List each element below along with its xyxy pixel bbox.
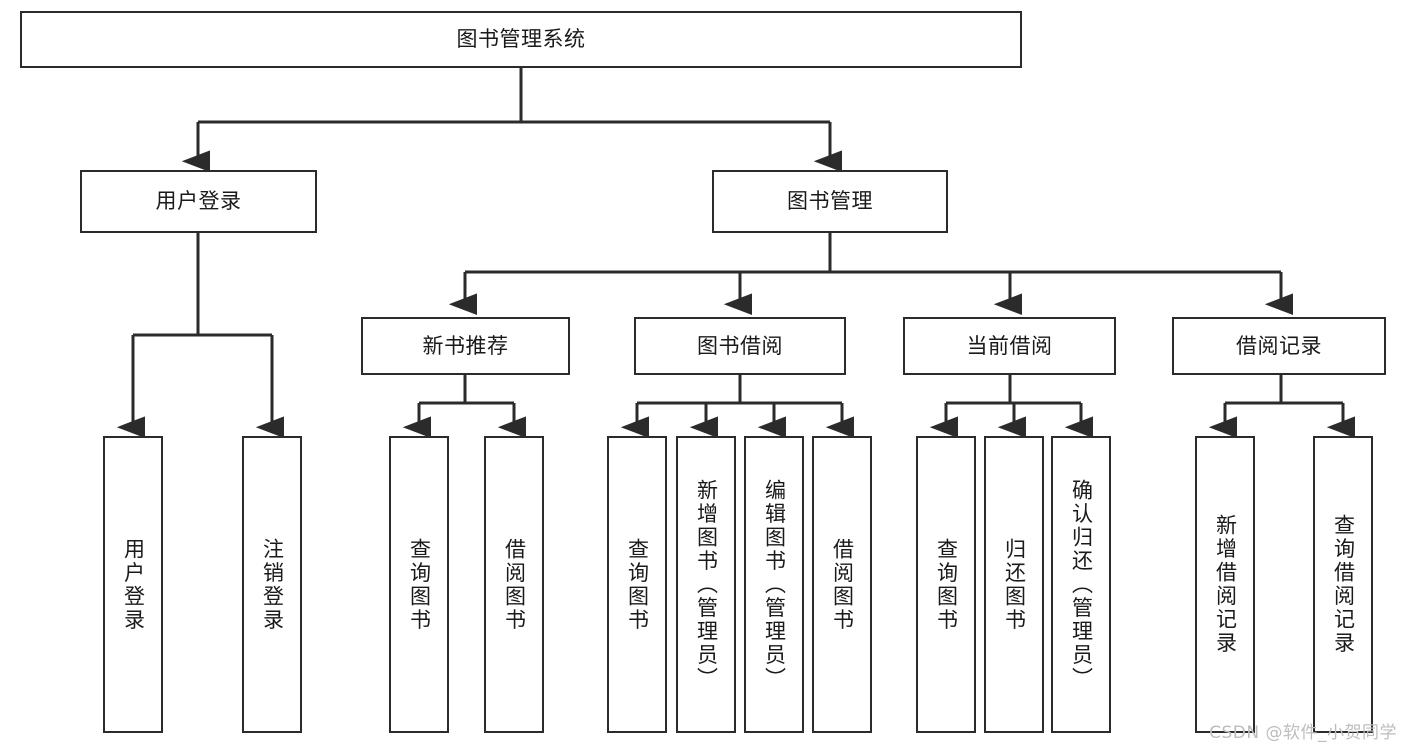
- leaf-user-login[interactable]: 用户登录: [103, 436, 163, 733]
- node-borrow-record[interactable]: 借阅记录: [1172, 317, 1386, 375]
- node-book-management[interactable]: 图书管理: [712, 170, 948, 233]
- node-label: 注销登录: [260, 537, 285, 632]
- leaf-query-book-borrow[interactable]: 查询图书: [607, 436, 667, 733]
- leaf-edit-book-admin[interactable]: 编辑图书（管理员）: [744, 436, 804, 733]
- node-label: 查询图书: [625, 537, 650, 632]
- node-label: 新增借阅记录: [1213, 514, 1238, 655]
- node-label: 当前借阅: [966, 333, 1053, 358]
- node-label: 新书推荐: [422, 333, 509, 358]
- node-label: 编辑图书（管理员）: [762, 478, 787, 691]
- node-label: 图书管理系统: [456, 27, 586, 52]
- node-label: 借阅图书: [830, 537, 855, 632]
- leaf-borrow-book[interactable]: 借阅图书: [812, 436, 872, 733]
- leaf-borrow-book-recommend[interactable]: 借阅图书: [484, 436, 544, 733]
- node-label: 借阅图书: [502, 537, 527, 632]
- node-current-borrow[interactable]: 当前借阅: [903, 317, 1116, 375]
- leaf-add-book-admin[interactable]: 新增图书（管理员）: [676, 436, 736, 733]
- node-new-book-recommend[interactable]: 新书推荐: [361, 317, 570, 375]
- node-label: 查询图书: [407, 537, 432, 632]
- node-label: 确认归还（管理员）: [1069, 478, 1094, 691]
- leaf-confirm-return-admin[interactable]: 确认归还（管理员）: [1051, 436, 1111, 733]
- node-label: 图书管理: [787, 189, 873, 214]
- node-label: 查询借阅记录: [1331, 514, 1356, 655]
- node-root-book-management-system[interactable]: 图书管理系统: [20, 11, 1022, 68]
- leaf-query-borrow-record[interactable]: 查询借阅记录: [1313, 436, 1373, 733]
- node-user-login[interactable]: 用户登录: [80, 170, 317, 233]
- node-label: 借阅记录: [1236, 333, 1322, 358]
- node-label: 查询图书: [934, 537, 959, 632]
- node-label: 用户登录: [155, 189, 242, 214]
- leaf-logout[interactable]: 注销登录: [242, 436, 302, 733]
- node-label: 归还图书: [1002, 537, 1027, 632]
- leaf-query-book-current[interactable]: 查询图书: [916, 436, 976, 733]
- leaf-query-book-recommend[interactable]: 查询图书: [389, 436, 449, 733]
- node-label: 用户登录: [121, 537, 146, 632]
- leaf-add-borrow-record[interactable]: 新增借阅记录: [1195, 436, 1255, 733]
- node-label: 新增图书（管理员）: [694, 478, 719, 691]
- node-book-borrow[interactable]: 图书借阅: [634, 317, 846, 375]
- leaf-return-book[interactable]: 归还图书: [984, 436, 1044, 733]
- node-label: 图书借阅: [697, 333, 783, 358]
- watermark: CSDN @软件_小贺同学: [1209, 723, 1397, 743]
